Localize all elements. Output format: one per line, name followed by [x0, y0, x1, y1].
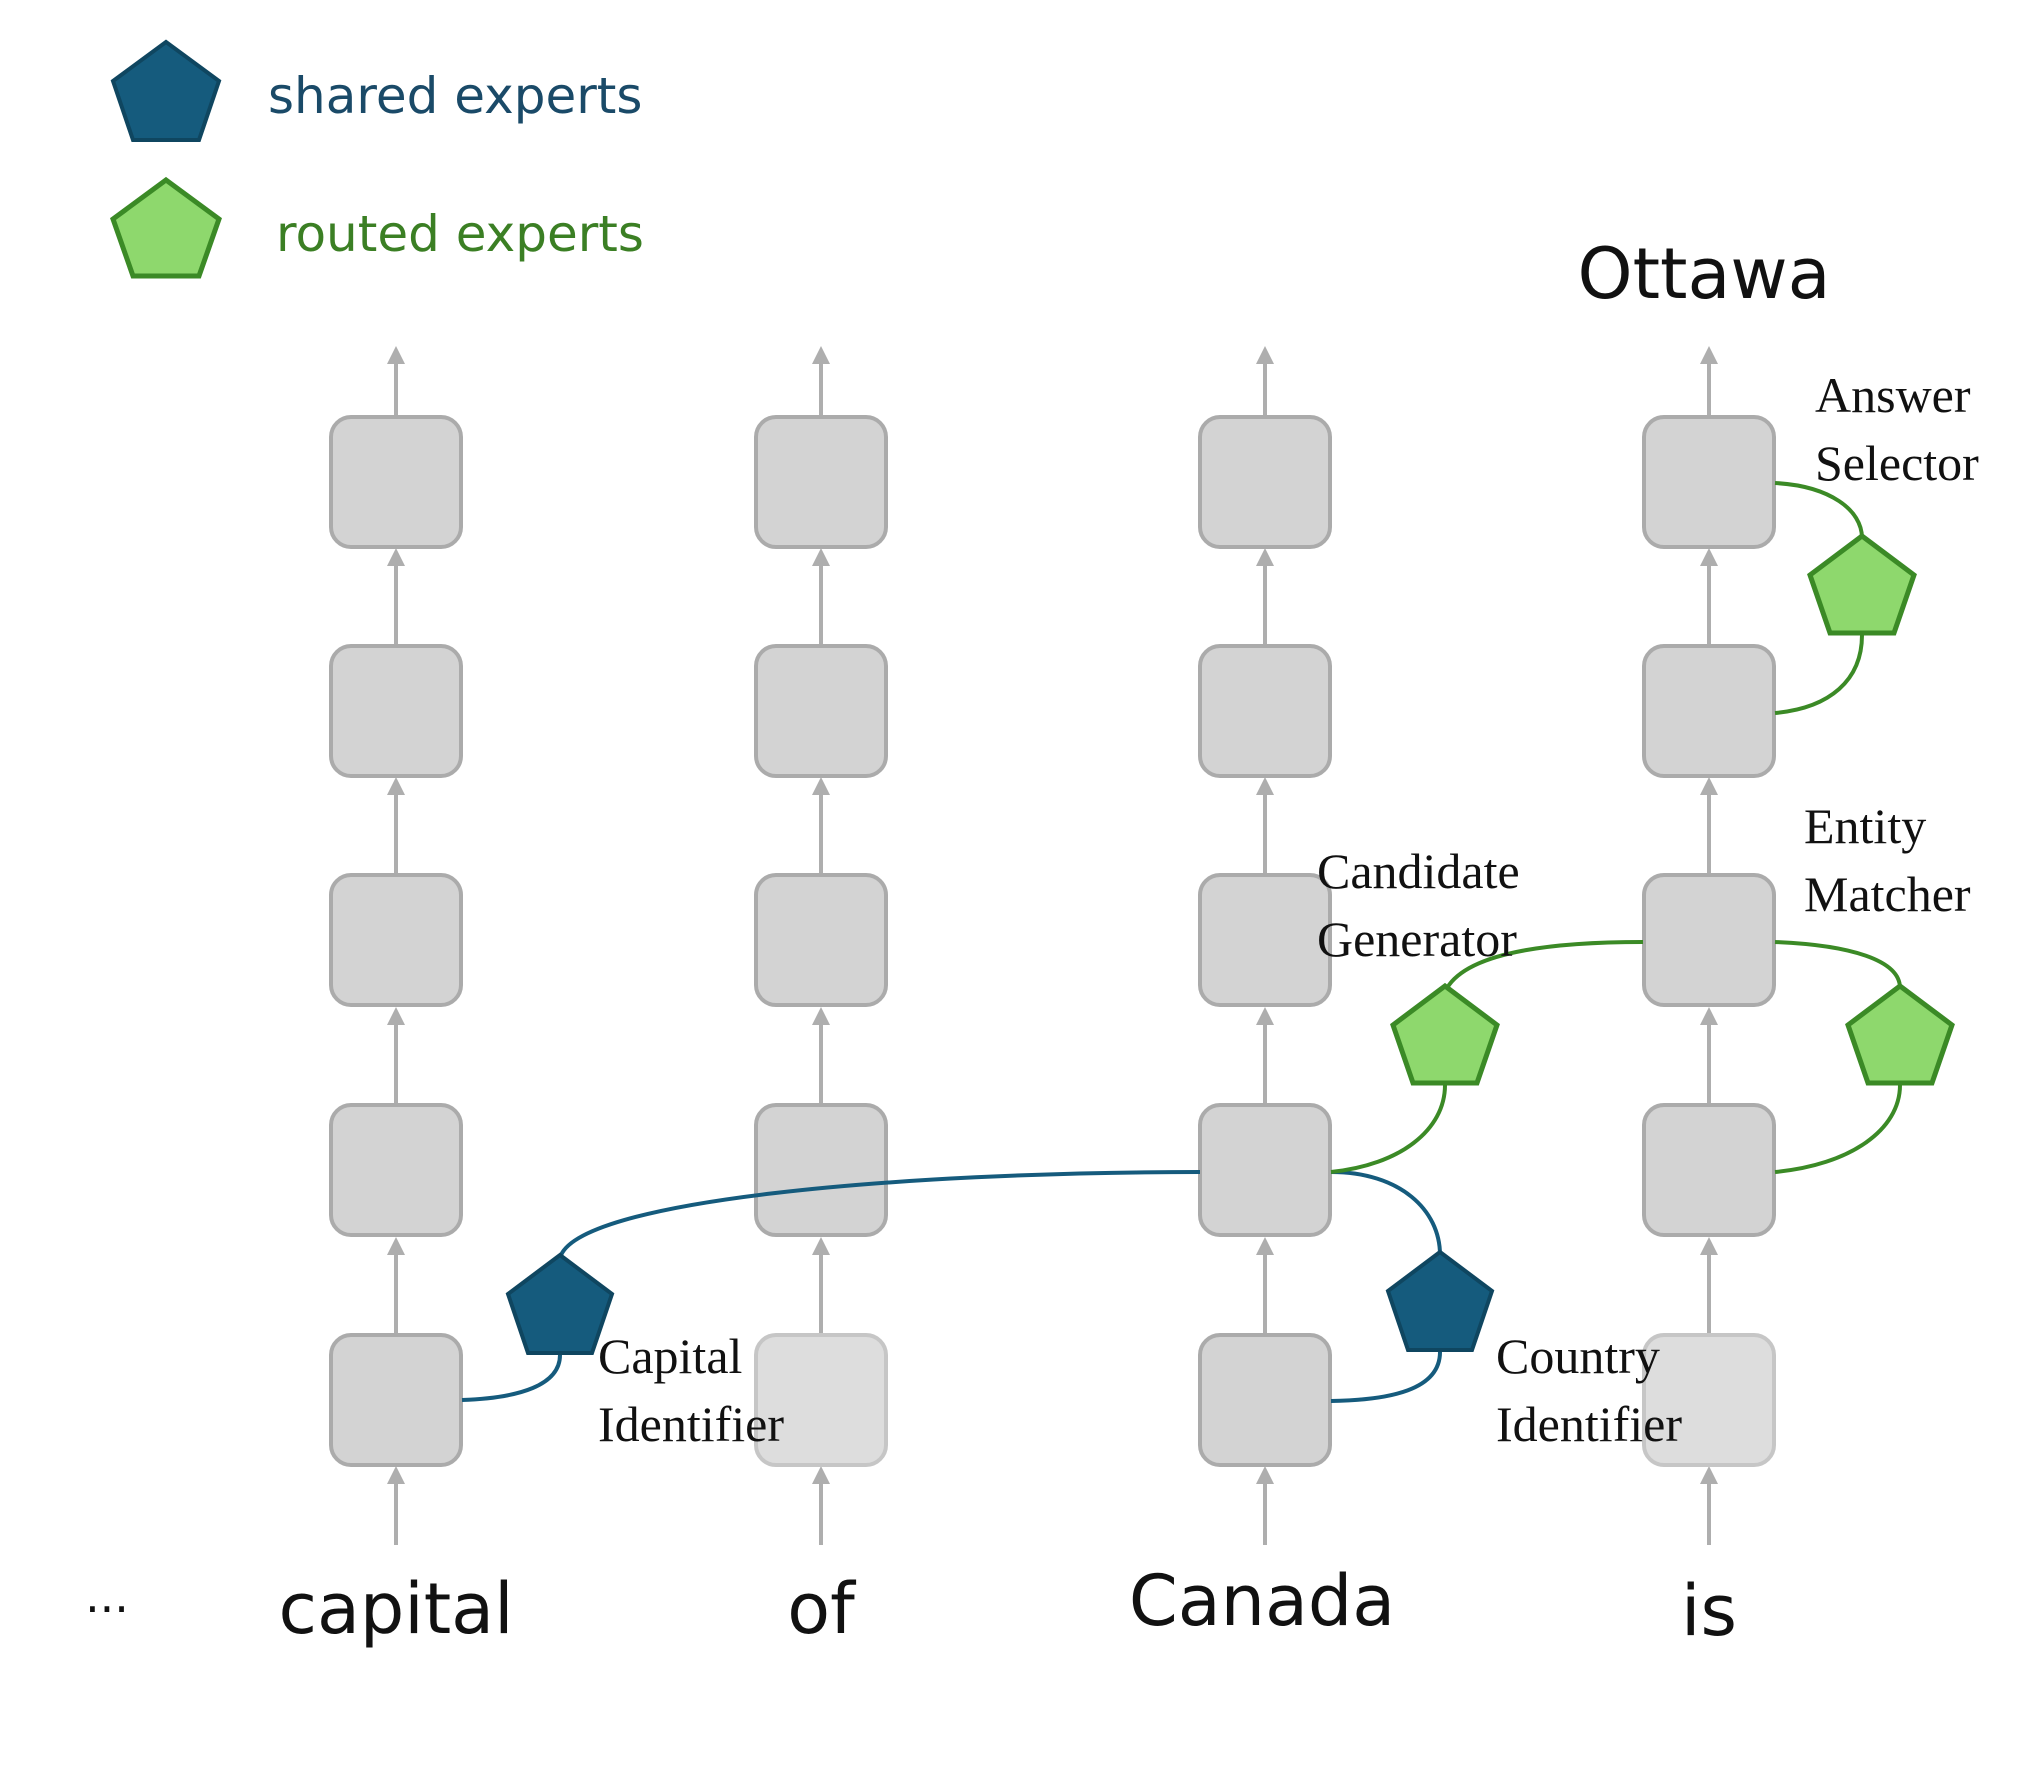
candidate-generator-label-line1: Candidate	[1317, 843, 1520, 899]
entity-matcher-label-line1: Entity	[1804, 798, 1926, 854]
layer-node	[329, 415, 463, 549]
routed-experts-legend-label: routed experts	[276, 205, 644, 263]
input-token-capital: capital	[278, 1568, 513, 1650]
capital-identifier-label-line2: Identifier	[598, 1396, 784, 1452]
column-capital	[329, 346, 463, 1545]
routed-connection-candidate-generator-lower	[1330, 1084, 1447, 1174]
input-token-ellipsis: ...	[85, 1569, 129, 1623]
layer-node	[329, 644, 463, 778]
shared-connection-to-canada	[558, 1170, 1201, 1259]
routed-connection-candidate-generator-upper	[1445, 940, 1644, 990]
layer-node	[329, 873, 463, 1007]
layer-node	[1198, 1333, 1332, 1467]
layer-node	[1642, 1103, 1776, 1237]
candidate-generator-routed-expert-icon	[1390, 982, 1500, 1086]
input-tokens: ... capital of Canada is	[85, 1560, 1737, 1652]
input-token-is: is	[1681, 1570, 1737, 1652]
shared-connection-capital-identifier	[461, 1354, 562, 1402]
shared-connection-country-identifier-lower	[1330, 1351, 1442, 1403]
layer-node	[1642, 1333, 1776, 1467]
country-identifier-shared-expert-icon	[1385, 1249, 1495, 1352]
shared-connection-country-identifier-upper	[1330, 1170, 1442, 1256]
experts	[505, 532, 1955, 1355]
column-canada	[1198, 346, 1332, 1545]
column-is	[1642, 346, 1776, 1545]
capital-identifier-shared-expert-icon	[505, 1252, 615, 1355]
layer-node	[1642, 415, 1776, 549]
routing-connections	[461, 481, 1902, 1403]
layer-node	[754, 1103, 888, 1237]
column-of	[754, 346, 888, 1545]
routed-connection-entity-matcher-lower	[1774, 1084, 1902, 1174]
layer-node	[1642, 873, 1776, 1007]
answer-selector-routed-expert-icon	[1807, 532, 1917, 636]
routed-connection-answer-selector-lower	[1774, 634, 1864, 715]
entity-matcher-routed-expert-icon	[1845, 982, 1955, 1086]
answer-selector-label-line2: Selector	[1815, 435, 1979, 491]
token-columns	[329, 346, 1776, 1545]
routed-connection-entity-matcher-upper	[1774, 940, 1902, 989]
layer-node	[1198, 415, 1332, 549]
layer-node	[1642, 644, 1776, 778]
layer-node	[329, 1103, 463, 1237]
input-token-of: of	[787, 1568, 856, 1650]
answer-selector-label-line1: Answer	[1815, 367, 1971, 423]
layer-node	[1198, 644, 1332, 778]
layer-node	[754, 1333, 888, 1467]
shared-experts-legend-label: shared experts	[268, 67, 642, 125]
layer-node	[754, 644, 888, 778]
input-token-canada: Canada	[1129, 1560, 1395, 1642]
layer-node	[1198, 873, 1332, 1007]
entity-matcher-label-line2: Matcher	[1804, 866, 1971, 922]
country-identifier-label-line1: Country	[1496, 1328, 1660, 1384]
expert-labels: Capital Identifier Country Identifier Ca…	[598, 367, 1979, 1452]
candidate-generator-label-line2: Generator	[1317, 911, 1517, 967]
routed-connection-answer-selector-upper	[1774, 481, 1864, 539]
layer-node	[329, 1333, 463, 1467]
layer-node	[754, 873, 888, 1007]
layer-node	[1198, 1103, 1332, 1237]
routed-expert-legend-icon	[110, 176, 222, 279]
capital-identifier-label-line1: Capital	[598, 1328, 742, 1384]
output-token: Ottawa	[1577, 233, 1830, 315]
layer-node	[754, 415, 888, 549]
shared-expert-legend-icon	[110, 39, 222, 142]
legend: shared experts routed experts	[110, 39, 644, 279]
country-identifier-label-line2: Identifier	[1496, 1396, 1682, 1452]
